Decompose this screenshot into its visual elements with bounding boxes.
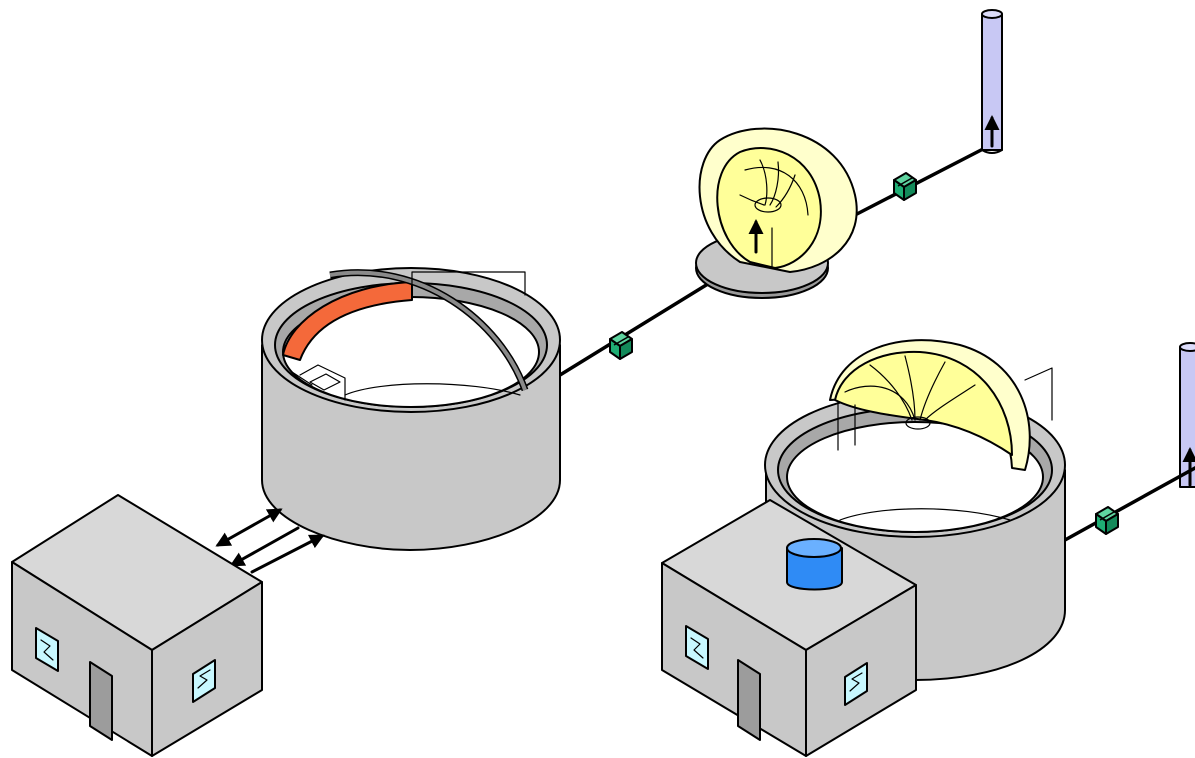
right-gas-pipe <box>1065 468 1195 540</box>
blue-cylinder-icon <box>787 539 842 590</box>
left-gas-pipe-2 <box>855 148 985 215</box>
control-building-left <box>12 495 262 756</box>
valve-icon[interactable] <box>894 173 916 200</box>
flare-stack-left <box>982 10 1002 153</box>
valve-icon[interactable] <box>1096 507 1118 534</box>
digester-tank-left <box>262 268 560 550</box>
flare-stack-right <box>1180 343 1195 487</box>
gas-holder <box>696 129 857 298</box>
valve-icon[interactable] <box>610 332 632 359</box>
